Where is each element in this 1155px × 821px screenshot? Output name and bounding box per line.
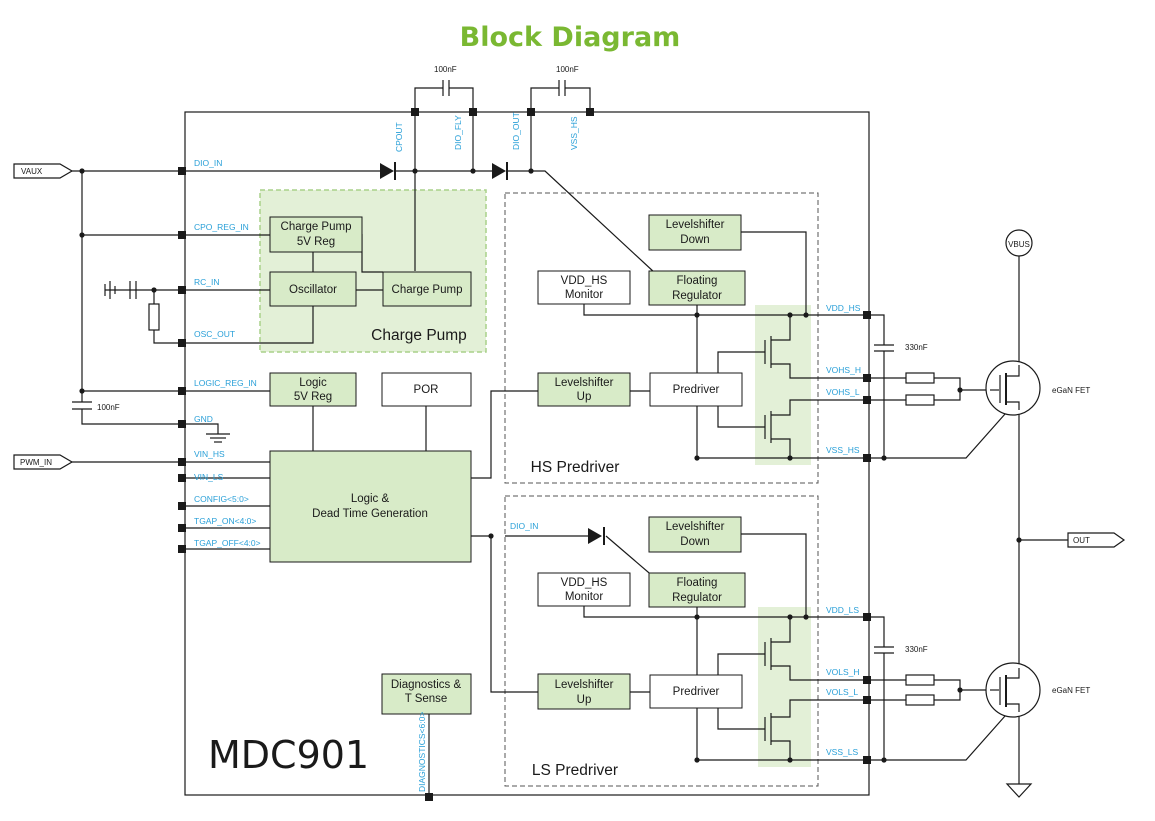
- pin-dio-fly: DIO_FLY: [453, 115, 463, 150]
- pin-gnd: GND: [194, 414, 213, 424]
- pin-vss-hs: VSS_HS: [826, 445, 860, 455]
- cap-hs-label: 330nF: [905, 343, 928, 352]
- hs-mon-line1: VDD_HS: [561, 275, 608, 287]
- logic-dt-line1: Logic &: [351, 493, 390, 505]
- pin-vin-ls: VIN_LS: [194, 472, 224, 482]
- pin-tgap-on: TGAP_ON<4:0>: [194, 516, 256, 526]
- ls-predriver-block: [649, 674, 743, 709]
- vbus-label: VBUS: [1008, 240, 1030, 249]
- ls-fet-bg: [758, 607, 811, 767]
- hs-vdd-monitor-block: [537, 270, 631, 305]
- charge-pump-5v-reg-block: [269, 216, 363, 253]
- pin-vohs-l: VOHS_L: [826, 387, 860, 397]
- pin-dio-in-ls: DIO_IN: [510, 521, 538, 531]
- ls-vdd-monitor-block: [537, 572, 631, 607]
- pin-vin-hs: VIN_HS: [194, 449, 225, 459]
- fet-ls-label: eGaN FET: [1052, 686, 1090, 695]
- diagram-title: Block Diagram: [460, 22, 681, 53]
- pin-config: CONFIG<5:0>: [194, 494, 249, 504]
- hs-lsu-line1: Levelshifter: [555, 377, 614, 389]
- ls-lsd-line2: Down: [680, 536, 709, 548]
- pin-logic-reg-in: LOGIC_REG_IN: [194, 378, 257, 388]
- pin-vols-h: VOLS_H: [826, 667, 860, 677]
- ls-predriver-label: Predriver: [673, 686, 720, 698]
- ls-lsd-line1: Levelshifter: [666, 521, 725, 533]
- cp-reg-line1: Charge Pump: [281, 221, 352, 233]
- hs-fet-bg: [755, 305, 811, 465]
- pin-diagnostics: DIAGNOSTICS<6:0>: [417, 712, 427, 792]
- fet-hs-label: eGaN FET: [1052, 386, 1090, 395]
- hs-levelshifter-down-block: [648, 214, 742, 251]
- chip-name: MDC901: [208, 733, 369, 777]
- pin-cpout: CPOUT: [394, 122, 404, 152]
- cp-reg-line2: 5V Reg: [297, 236, 335, 248]
- charge-pump-group-label: Charge Pump: [371, 327, 467, 344]
- ls-predriver-group-label: LS Predriver: [532, 762, 618, 779]
- por-label: POR: [414, 384, 439, 396]
- hs-float-line2: Regulator: [672, 290, 722, 302]
- logic-reg-line2: 5V Reg: [294, 391, 332, 403]
- ls-lsu-line2: Up: [577, 694, 592, 706]
- pin-tgap-off: TGAP_OFF<4:0>: [194, 538, 261, 548]
- hs-floating-regulator-block: [648, 270, 746, 306]
- pin-rc-in: RC_IN: [194, 277, 220, 287]
- vaux-label: VAUX: [21, 167, 43, 176]
- hs-lsd-line2: Down: [680, 234, 709, 246]
- diagnostics-block: [381, 673, 472, 715]
- vaux-port: [13, 163, 74, 179]
- pin-cpo-reg-in: CPO_REG_IN: [194, 222, 249, 232]
- hs-predriver-group-label: HS Predriver: [531, 459, 620, 476]
- cap1-label: 100nF: [434, 65, 457, 74]
- pin-osc-out: OSC_OUT: [194, 329, 235, 339]
- hs-levelshifter-up-block: [537, 372, 631, 407]
- cap2-label: 100nF: [556, 65, 579, 74]
- ls-float-line2: Regulator: [672, 592, 722, 604]
- ls-float-line1: Floating: [677, 577, 718, 589]
- ls-lsu-line1: Levelshifter: [555, 679, 614, 691]
- ls-levelshifter-down-block: [648, 516, 742, 553]
- vbus-node: [1005, 229, 1033, 257]
- logic-dead-time-block: [269, 450, 472, 563]
- hs-predriver-block: [649, 372, 743, 407]
- diag-line2: T Sense: [405, 693, 448, 705]
- pin-vdd-ls: VDD_LS: [826, 605, 859, 615]
- logic-dt-line2: Dead Time Generation: [312, 508, 428, 520]
- por-block: [381, 372, 472, 407]
- pin-vss-hs-top: VSS_HS: [569, 116, 579, 150]
- hs-lsu-line2: Up: [577, 391, 592, 403]
- diag-line1: Diagnostics &: [391, 679, 462, 691]
- cap-ls-label: 330nF: [905, 645, 928, 654]
- ls-predriver-group: [504, 495, 819, 787]
- oscillator-block: [269, 271, 357, 307]
- cap-vaux-label: 100nF: [97, 403, 120, 412]
- pin-vss-ls: VSS_LS: [826, 747, 858, 757]
- ls-mon-line1: VDD_HS: [561, 577, 608, 589]
- charge-pump-label: Charge Pump: [392, 284, 463, 296]
- logic-5v-reg-block: [269, 372, 357, 407]
- pin-vols-l: VOLS_L: [826, 687, 858, 697]
- hs-mon-line2: Monitor: [565, 289, 604, 301]
- pin-dio-in: DIO_IN: [194, 158, 222, 168]
- ls-mon-line2: Monitor: [565, 591, 604, 603]
- charge-pump-block: [382, 271, 472, 307]
- oscillator-label: Oscillator: [289, 284, 337, 296]
- pin-vdd-hs: VDD_HS: [826, 303, 861, 313]
- out-label: OUT: [1073, 536, 1090, 545]
- hs-float-line1: Floating: [677, 275, 718, 287]
- logic-reg-line1: Logic: [299, 377, 327, 389]
- pwm-in-port: [13, 454, 74, 470]
- hs-lsd-line1: Levelshifter: [666, 219, 725, 231]
- out-port: [1067, 532, 1126, 548]
- pin-vohs-h: VOHS_H: [826, 365, 861, 375]
- pwm-in-label: PWM_IN: [20, 458, 52, 467]
- hs-predriver-label: Predriver: [673, 384, 720, 396]
- ls-floating-regulator-block: [648, 572, 746, 608]
- ls-levelshifter-up-block: [537, 673, 631, 710]
- hs-predriver-group: [504, 192, 819, 484]
- pin-dio-out: DIO_OUT: [511, 112, 521, 150]
